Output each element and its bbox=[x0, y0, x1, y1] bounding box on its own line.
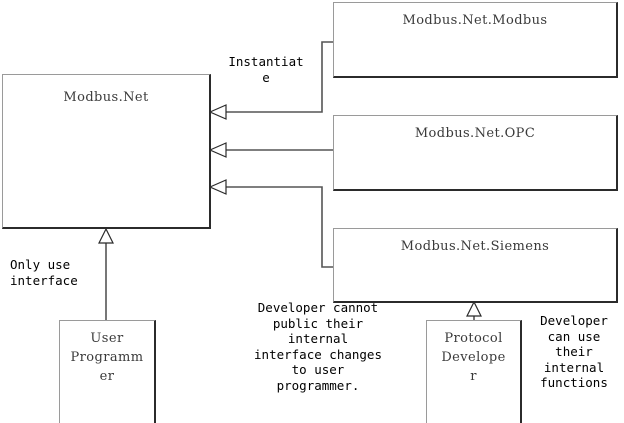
box-user-programmer-label: User Programm er bbox=[70, 331, 144, 384]
box-modbus-net-siemens[interactable]: Modbus.Net.Siemens bbox=[333, 228, 618, 303]
arrowhead-core-to-opc bbox=[208, 142, 227, 158]
connector-core-to-modbus bbox=[219, 41, 333, 113]
arrowhead-protocol-developer-to-siemens bbox=[466, 300, 482, 317]
box-modbus-net-label: Modbus.Net bbox=[63, 90, 149, 105]
box-modbus-net-siemens-label: Modbus.Net.Siemens bbox=[400, 239, 550, 254]
annotation-developer-can-use: Developer can use their internal functio… bbox=[540, 313, 608, 390]
box-modbus-net[interactable]: Modbus.Net bbox=[2, 74, 211, 229]
annotation-instantiate: Instantiat e bbox=[228, 54, 304, 85]
connector-core-to-siemens bbox=[219, 186, 333, 268]
box-modbus-net-modbus[interactable]: Modbus.Net.Modbus bbox=[333, 2, 618, 78]
annotation-developer-cannot-public: Developer cannot public their internal i… bbox=[254, 300, 382, 393]
annotation-only-use-interface: Only use interface bbox=[10, 257, 78, 288]
arrowhead-core-to-modbus bbox=[208, 104, 227, 120]
box-modbus-net-opc[interactable]: Modbus.Net.OPC bbox=[333, 115, 618, 191]
box-protocol-developer[interactable]: Protocol Develope r bbox=[426, 320, 522, 423]
arrowhead-core-to-siemens bbox=[208, 179, 227, 195]
arrowhead-user-programmer-to-core bbox=[98, 227, 114, 244]
box-modbus-net-modbus-label: Modbus.Net.Modbus bbox=[402, 13, 548, 28]
box-protocol-developer-label: Protocol Develope r bbox=[441, 331, 506, 384]
box-modbus-net-opc-label: Modbus.Net.OPC bbox=[414, 126, 536, 141]
box-user-programmer[interactable]: User Programm er bbox=[59, 320, 156, 423]
